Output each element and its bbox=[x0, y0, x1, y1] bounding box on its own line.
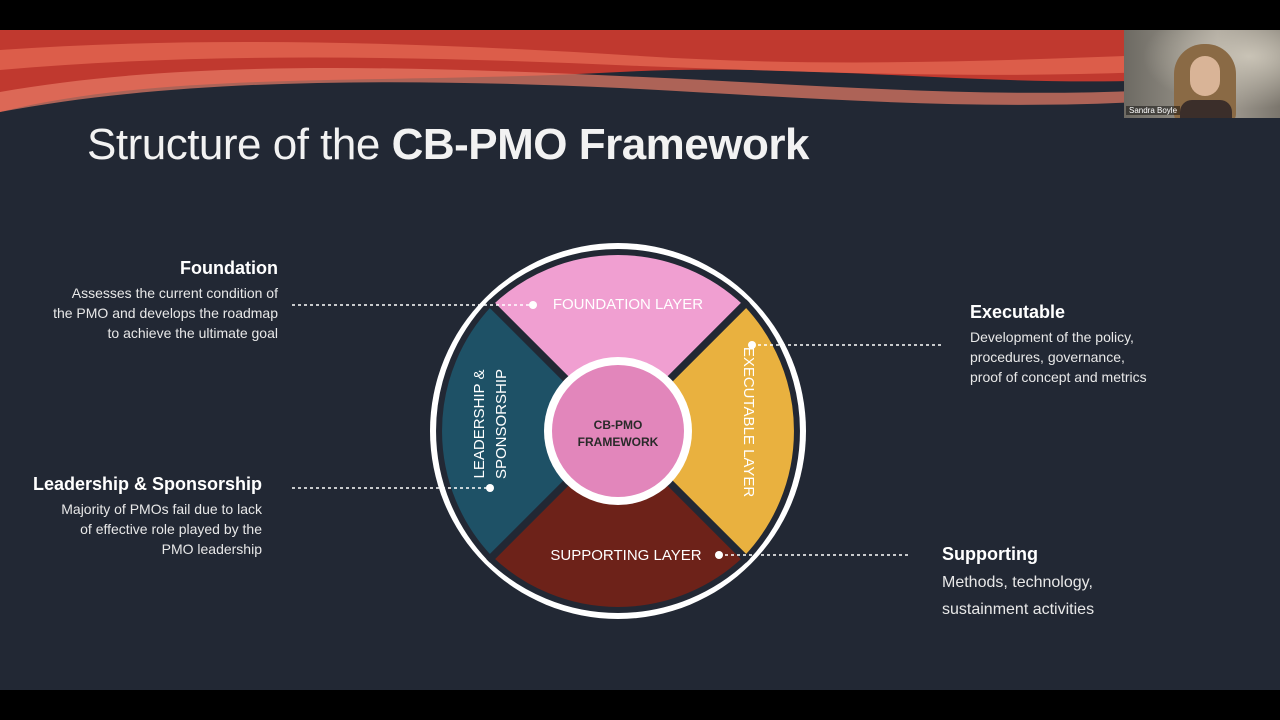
executable-note-line-2: procedures, governance, bbox=[970, 349, 1125, 365]
supporting-note-line-2: sustainment activities bbox=[942, 601, 1095, 618]
leadership-note: Leadership & Sponsorship Majority of PMO… bbox=[0, 474, 262, 559]
header-wave-decoration bbox=[0, 30, 1280, 112]
foundation-note-line-1: Assesses the current condition of bbox=[71, 285, 278, 301]
framework-diagram: CB-PMO FRAMEWORK FOUNDATION LAYER SUPPOR… bbox=[292, 243, 942, 619]
framework-center-circle bbox=[552, 365, 684, 497]
executable-note: Executable Development of the policy, pr… bbox=[970, 302, 1230, 387]
foundation-connector-dot bbox=[529, 301, 537, 309]
slide-title: Structure of the CB-PMO Framework bbox=[87, 120, 809, 170]
executable-connector-dot bbox=[748, 341, 756, 349]
leadership-note-line-3: PMO leadership bbox=[161, 541, 262, 557]
center-label-line-2: FRAMEWORK bbox=[578, 435, 659, 449]
slide-title-bold: CB-PMO Framework bbox=[391, 120, 810, 169]
supporting-note-title: Supporting bbox=[942, 544, 1038, 564]
supporting-layer-label: SUPPORTING LAYER bbox=[550, 547, 701, 564]
leadership-label-line-2: SPONSORSHIP bbox=[493, 369, 510, 479]
presentation-slide: Structure of the CB-PMO Framework CB-PMO… bbox=[0, 30, 1280, 690]
foundation-layer-label: FOUNDATION LAYER bbox=[553, 296, 703, 313]
foundation-note-line-2: the PMO and develops the roadmap bbox=[53, 305, 278, 321]
executable-note-line-3: proof of concept and metrics bbox=[970, 369, 1147, 385]
participant-name-label: Sandra Boyle bbox=[1126, 106, 1181, 115]
supporting-note-line-1: Methods, technology, bbox=[942, 574, 1093, 591]
leadership-connector-dot bbox=[486, 484, 494, 492]
participant-video-tile[interactable]: Sandra Boyle bbox=[1124, 30, 1280, 118]
supporting-connector-dot bbox=[715, 551, 723, 559]
participant-body bbox=[1180, 100, 1232, 118]
foundation-note-title: Foundation bbox=[180, 258, 278, 278]
executable-note-line-1: Development of the policy, bbox=[970, 329, 1134, 345]
leadership-note-line-2: of effective role played by the bbox=[80, 521, 262, 537]
leadership-note-line-1: Majority of PMOs fail due to lack bbox=[61, 501, 262, 517]
executable-layer-label: EXECUTABLE LAYER bbox=[740, 347, 757, 497]
leadership-label-line-1: LEADERSHIP & bbox=[471, 370, 488, 479]
foundation-note-line-3: to achieve the ultimate goal bbox=[107, 325, 278, 341]
leadership-note-title: Leadership & Sponsorship bbox=[32, 474, 262, 494]
participant-face bbox=[1190, 56, 1220, 96]
executable-note-title: Executable bbox=[970, 302, 1066, 322]
slide-title-light: Structure of the bbox=[87, 120, 380, 169]
supporting-note: Supporting Methods, technology, sustainm… bbox=[942, 544, 1202, 623]
center-label-line-1: CB-PMO bbox=[594, 418, 643, 432]
foundation-note: Foundation Assesses the current conditio… bbox=[0, 258, 278, 343]
